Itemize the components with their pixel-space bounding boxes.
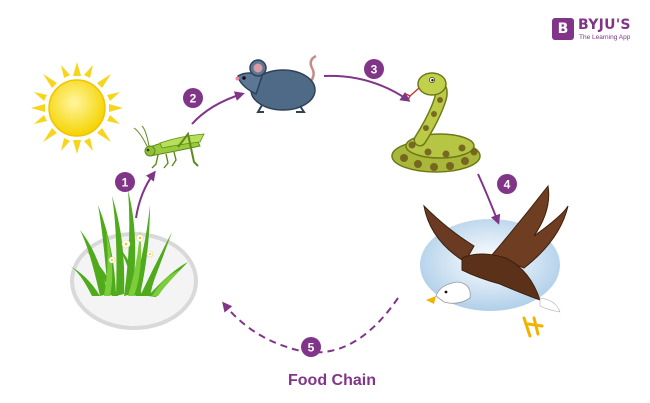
grasshopper-icon	[133, 125, 205, 169]
arrow-mouse-to-snake	[323, 74, 411, 102]
arrow-grass-to-grasshopper	[135, 170, 156, 219]
eagle-icon	[420, 184, 569, 338]
sun-icon	[31, 62, 123, 154]
step-badge-4: 4	[497, 174, 517, 194]
step-number: 1	[122, 176, 129, 190]
logo-wordmark: BYJU'S	[578, 17, 631, 33]
step-number: 4	[504, 178, 511, 192]
step-number: 5	[308, 341, 315, 355]
step-badge-2: 2	[183, 88, 203, 108]
arrow-snake-to-eagle	[477, 173, 501, 225]
diagram-title: Food Chain	[288, 372, 376, 389]
logo-mark: B	[552, 18, 574, 40]
arrow-eagle-to-grass	[222, 297, 399, 354]
arrow-grasshopper-to-mouse	[191, 91, 245, 125]
logo-tagline: The Learning App	[579, 34, 631, 41]
step-number: 3	[371, 63, 378, 77]
step-badge-5: 5	[301, 337, 321, 357]
food-chain-arrows	[135, 74, 501, 354]
grass-icon	[70, 190, 198, 330]
step-number: 2	[190, 92, 197, 106]
snake-icon	[391, 72, 481, 173]
step-badge-3: 3	[364, 59, 384, 79]
mouse-icon	[235, 54, 317, 113]
step-badge-1: 1	[115, 172, 135, 192]
